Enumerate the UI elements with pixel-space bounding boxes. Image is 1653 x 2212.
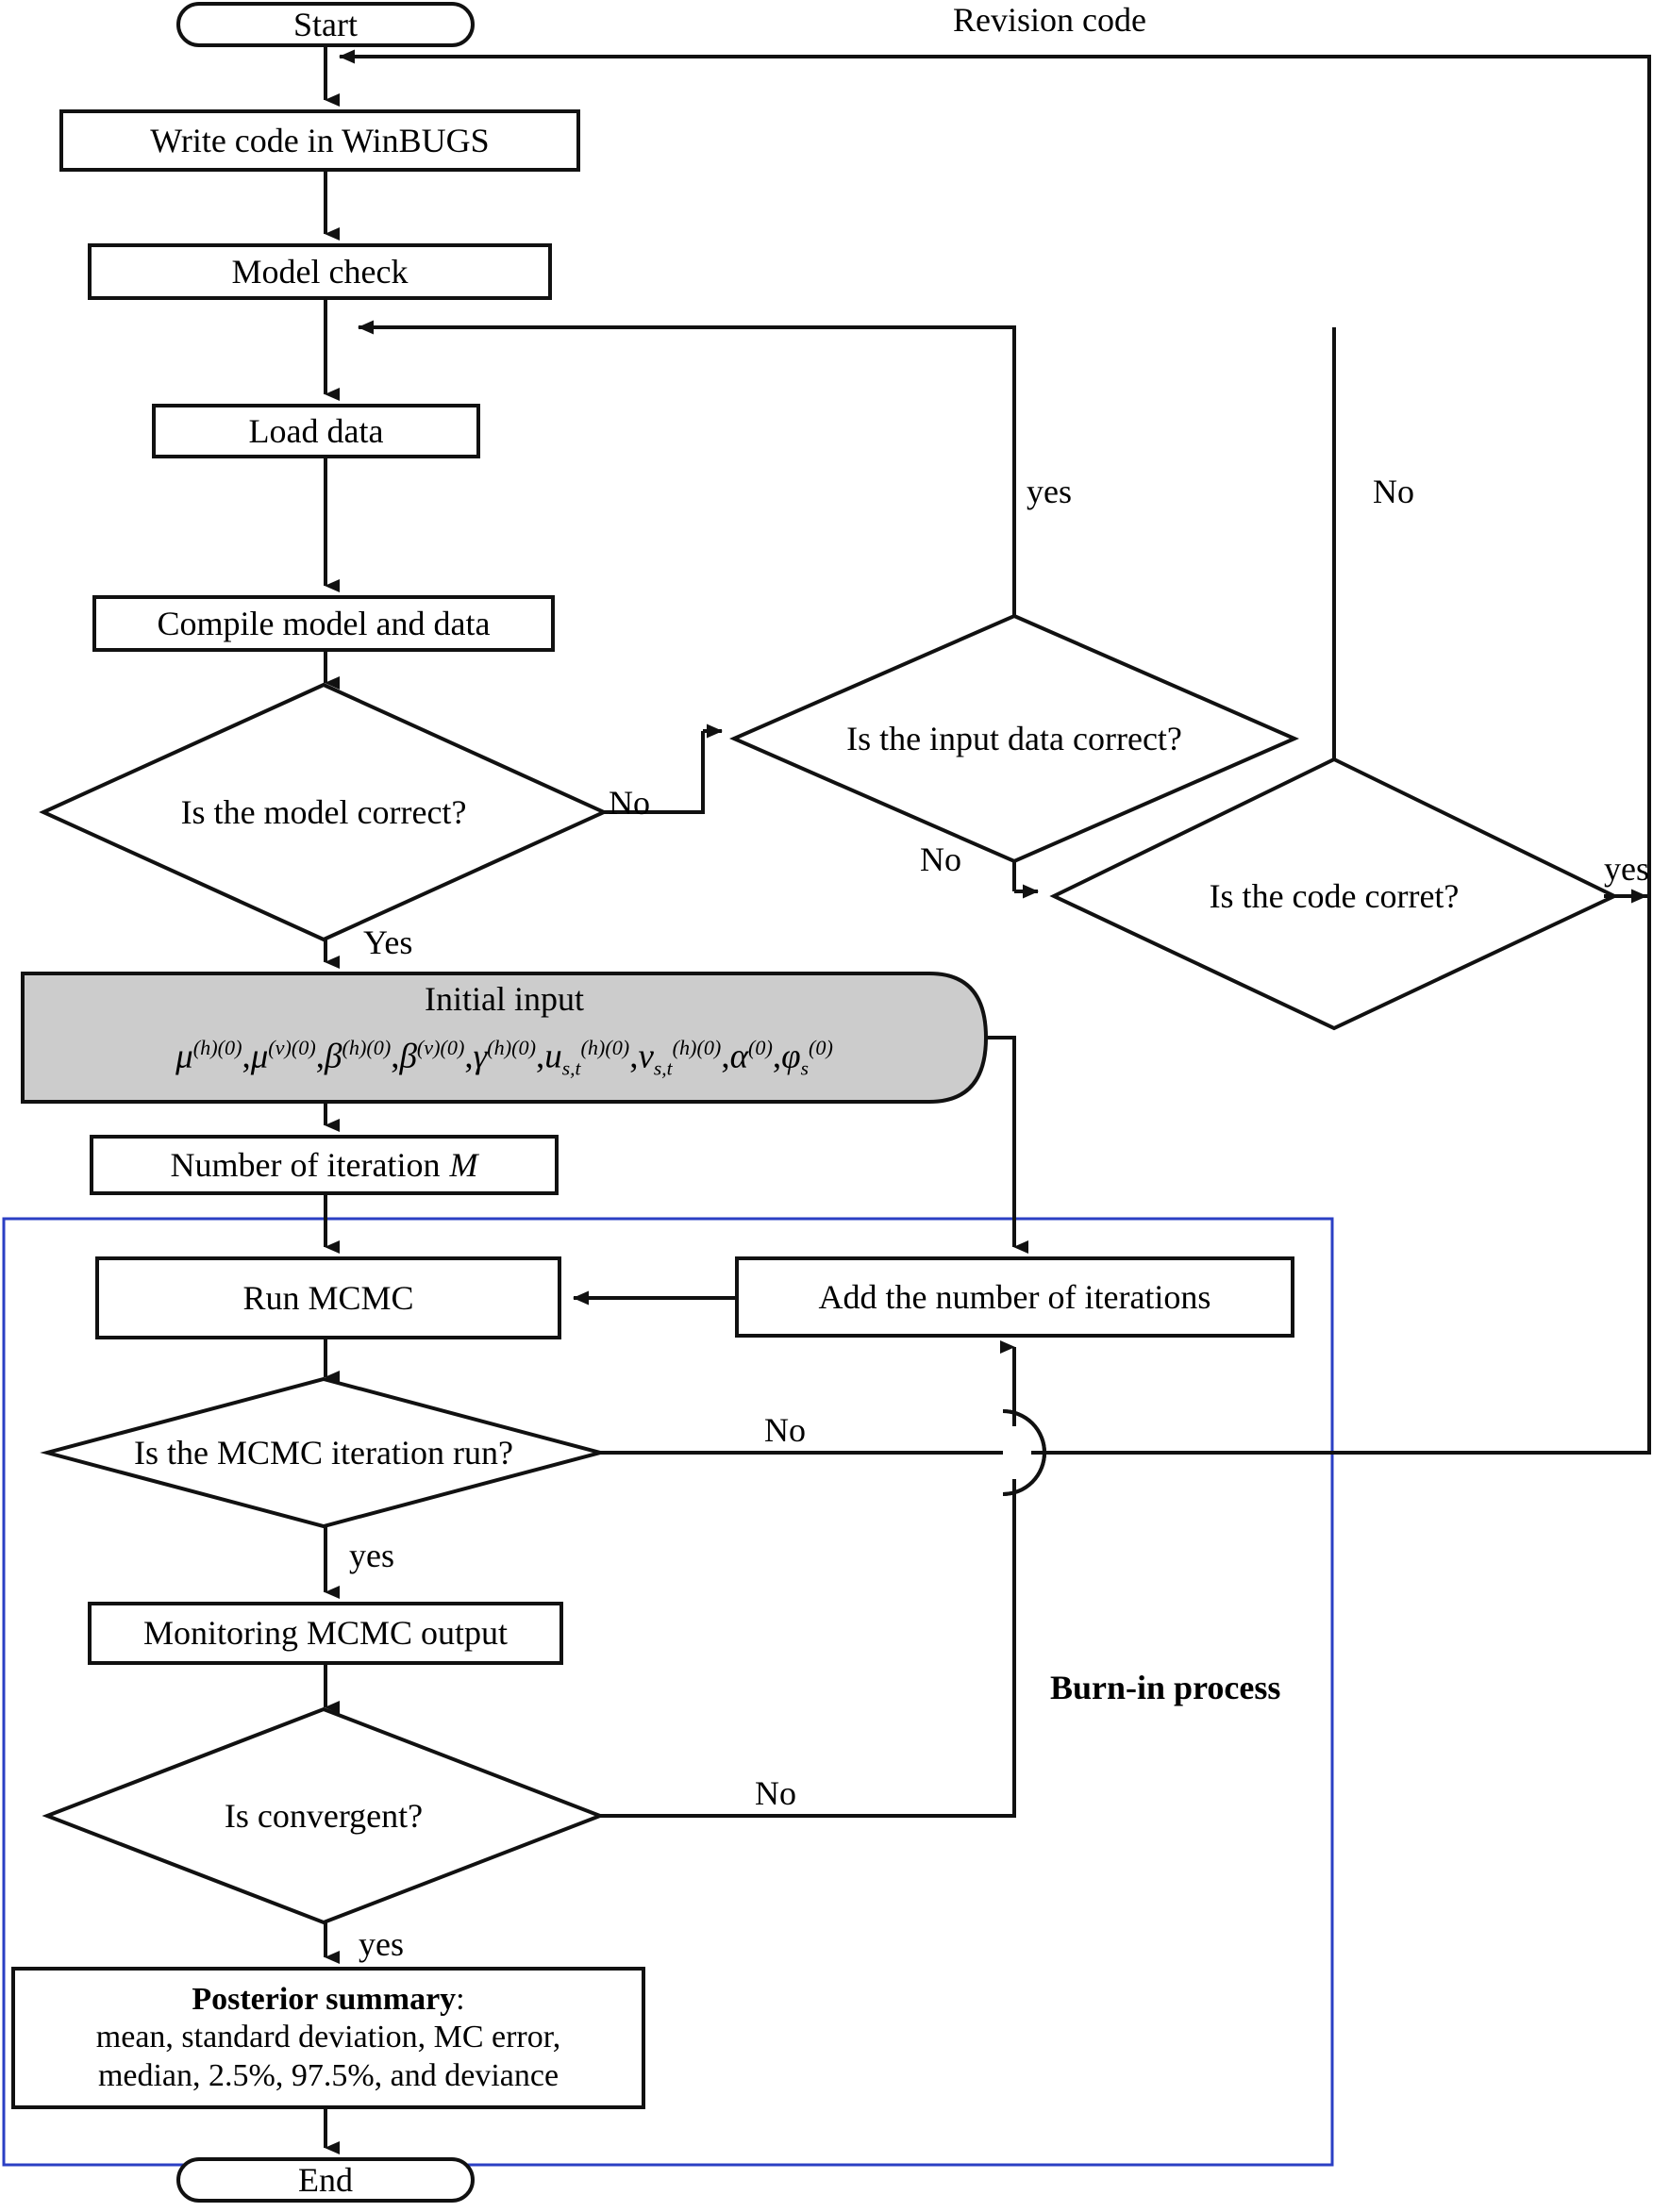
- burn-in-process-box: [2, 1217, 1334, 2167]
- run-mcmc-box-shape: [95, 1256, 561, 1339]
- edge-label-input-data-yes: yes: [1027, 473, 1072, 510]
- edge-label-model-yes: Yes: [363, 923, 413, 961]
- edge-label-code-no: No: [1373, 473, 1414, 510]
- edge-label-input-data-no: No: [920, 840, 961, 878]
- burn-in-process-annotation: Burn-in process: [1050, 1669, 1281, 1706]
- load-data-box-shape: [152, 404, 480, 458]
- write-code-box-shape: [59, 109, 580, 172]
- edge-mcmc-no-right-segment-b: [1031, 896, 1651, 1455]
- edge-label-convergent-yes: yes: [359, 1925, 404, 1963]
- start-terminator-shape: [176, 2, 475, 47]
- edge-input-data-yes-to-model-check: [358, 320, 1016, 335]
- edge-label-mcmc-no: No: [764, 1411, 806, 1449]
- line-jump-arc-icon-2: [1002, 1409, 1046, 1496]
- line-jump-mask: [1004, 1426, 1028, 1479]
- initial-input-shape: [21, 972, 989, 1104]
- edge-initial-input-to-add-iterations: [986, 1036, 1028, 1254]
- is-code-correct-diamond-shape: [1049, 757, 1619, 1031]
- edge-label-code-yes: yes: [1604, 850, 1649, 888]
- edge-label-mcmc-yes: yes: [349, 1537, 394, 1574]
- end-terminator-shape: [176, 2157, 475, 2203]
- edge-label-convergent-no: No: [755, 1774, 796, 1812]
- is-mcmc-iteration-run-diamond-shape: [40, 1376, 608, 1529]
- edge-label-model-no: No: [609, 784, 650, 822]
- add-iterations-box-shape: [735, 1256, 1294, 1338]
- is-model-correct-diamond-shape: [39, 682, 609, 942]
- compile-box-shape: [92, 595, 555, 652]
- number-of-iteration-box-shape: [90, 1135, 559, 1195]
- edge-model-no-to-input-data: [604, 731, 705, 814]
- posterior-summary-box-shape: [11, 1967, 645, 2109]
- is-convergent-diamond-shape: [42, 1706, 606, 1925]
- model-check-box-shape: [88, 243, 552, 300]
- edge-label-revision-code: Revision code: [953, 1, 1146, 39]
- monitoring-output-box-shape: [88, 1602, 563, 1665]
